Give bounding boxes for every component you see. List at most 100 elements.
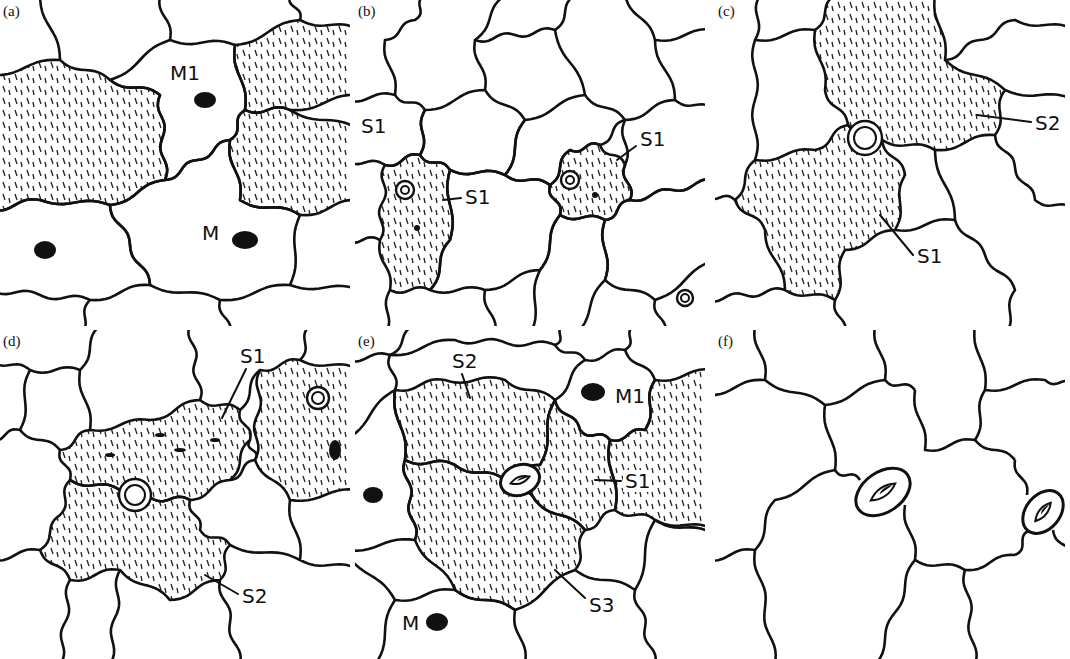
stomatal-cell <box>379 154 453 292</box>
cell-wall <box>474 0 505 90</box>
cell-wall <box>110 570 120 659</box>
stoma <box>119 479 151 511</box>
guard-cells <box>1015 483 1065 542</box>
cell-wall <box>715 470 835 561</box>
stoma <box>496 459 544 501</box>
cell-wall <box>974 330 985 390</box>
leader-line <box>222 369 246 418</box>
nucleus <box>329 440 341 460</box>
leader-line <box>443 198 461 200</box>
epidermal-cell <box>430 170 561 293</box>
cell-wall <box>355 550 455 601</box>
nucleus <box>34 241 56 259</box>
cell-wall <box>752 40 758 160</box>
stoma-pore <box>566 176 574 184</box>
cell-wall <box>655 520 705 535</box>
stoma-pore <box>401 186 409 194</box>
cell-wall <box>995 135 1065 210</box>
stoma-pore-shade <box>517 476 528 482</box>
cell-wall <box>475 28 585 95</box>
stomatal-cell <box>735 125 905 300</box>
cell-wall <box>300 330 310 360</box>
panel-cells <box>355 0 705 326</box>
cell-wall <box>1015 460 1028 495</box>
panel-group <box>342 325 718 659</box>
leader-line <box>977 115 1031 122</box>
cell-wall <box>715 195 735 200</box>
cell-wall <box>904 505 1015 570</box>
cell-wall <box>655 29 705 100</box>
cell-wall <box>555 330 565 345</box>
cell-wall <box>0 429 60 450</box>
cell-wall <box>1015 530 1030 555</box>
cell-wall <box>60 580 70 659</box>
cell-wall <box>230 460 255 480</box>
stoma <box>847 458 919 525</box>
guard-cells <box>496 459 544 501</box>
cell-wall <box>0 549 40 560</box>
panel-cells <box>0 0 350 326</box>
cell-wall <box>955 220 1015 326</box>
stoma <box>1015 483 1065 542</box>
panel-letter: (a) <box>2 2 21 20</box>
panel-group <box>705 0 1070 335</box>
cell-wall <box>654 300 665 326</box>
cell-wall <box>30 367 80 373</box>
cell-label: S1 <box>915 245 944 267</box>
stoma-pore-shade <box>878 483 893 495</box>
leader-line <box>555 570 585 598</box>
panel-group <box>0 0 363 335</box>
cell-label: S2 <box>450 350 479 372</box>
cell-wall <box>289 0 300 20</box>
panel-cells <box>715 330 1065 659</box>
cell-wall <box>715 288 785 301</box>
cell-wall <box>80 300 90 326</box>
epidermal-cell <box>420 90 525 175</box>
stoma-pore <box>312 392 324 404</box>
cell-wall <box>355 237 380 243</box>
epidermal-cell <box>355 390 417 551</box>
cell-wall <box>514 610 525 659</box>
cell-wall <box>875 560 915 659</box>
cell-wall <box>385 290 390 326</box>
leader-line <box>880 215 913 255</box>
cell-wall <box>963 570 976 659</box>
stoma <box>561 171 579 189</box>
cell-wall <box>634 590 655 659</box>
cell-wall <box>824 405 860 480</box>
panel-letter: (e) <box>357 332 376 350</box>
cell-label: M <box>200 222 221 244</box>
epidermal-cell <box>555 349 655 440</box>
panel-cells <box>715 0 1065 326</box>
cell-wall <box>755 0 815 41</box>
cell-wall <box>914 390 1015 460</box>
panel-letter: (f) <box>717 332 734 350</box>
cell-wall <box>219 300 230 326</box>
stomatal-cell <box>608 369 705 530</box>
leader-line <box>462 374 470 398</box>
cell-wall <box>575 520 655 590</box>
cell-wall <box>388 330 415 390</box>
stomatal-cell <box>254 359 350 500</box>
panel-cells <box>0 330 350 659</box>
cell-wall <box>945 20 1065 60</box>
stoma-pore <box>125 485 145 505</box>
cell-label: M1 <box>613 385 647 407</box>
epidermal-cell <box>602 179 705 300</box>
stoma-pore <box>509 473 530 486</box>
cell-wall <box>290 285 350 290</box>
panel-letter: (d) <box>2 332 22 350</box>
cell-wall <box>219 580 240 659</box>
panel-cells <box>355 330 705 659</box>
panel-letter: (c) <box>717 2 736 20</box>
cell-wall <box>975 379 1065 440</box>
cell-wall <box>895 150 955 231</box>
cell-wall <box>765 380 915 405</box>
nucleus <box>363 487 383 503</box>
cell-label: S3 <box>587 594 616 616</box>
stoma <box>848 121 882 155</box>
stoma-pore <box>868 480 898 505</box>
cell-wall <box>625 330 635 350</box>
